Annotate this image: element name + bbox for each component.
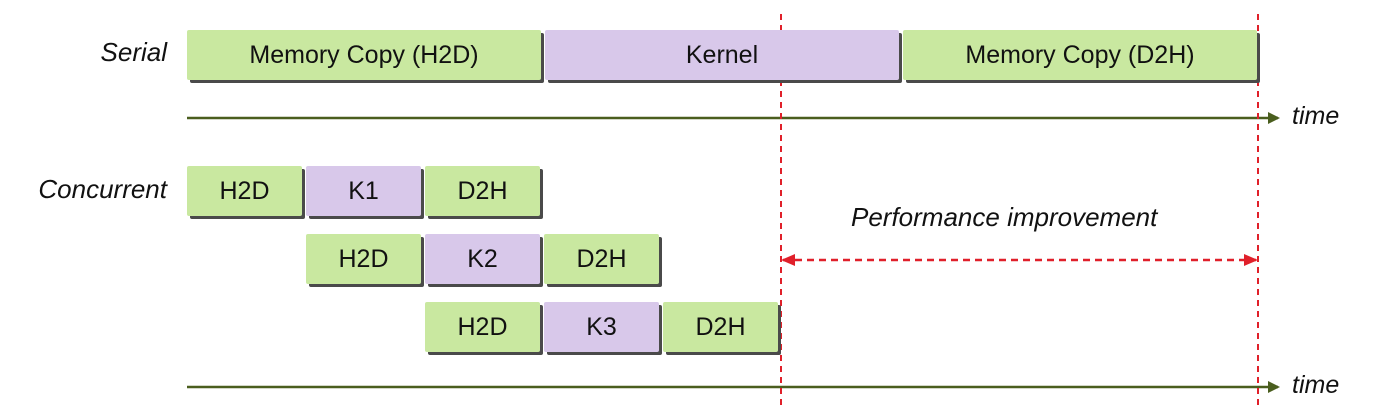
- stream3-h2d-block: H2D: [425, 302, 540, 352]
- stream2-h2d-block: H2D: [306, 234, 421, 284]
- stream3-kernel-block: K3: [544, 302, 659, 352]
- stream2-kernel-block: K2: [425, 234, 540, 284]
- concurrent-row-label: Concurrent: [38, 174, 167, 204]
- serial-time-label: time: [1292, 102, 1340, 130]
- stream2-d2h-block: D2H: [544, 234, 659, 284]
- serial-d2h-block: Memory Copy (D2H): [903, 30, 1257, 80]
- stream3-d2h-block: D2H: [663, 302, 778, 352]
- stream1-kernel-block: K1: [306, 166, 421, 216]
- serial-h2d-block: Memory Copy (H2D): [187, 30, 541, 80]
- concurrent-time-label: time: [1292, 371, 1340, 399]
- performance-improvement-label: Performance improvement: [851, 202, 1158, 232]
- stream1-h2d-block: H2D: [187, 166, 302, 216]
- serial-row-label: Serial: [100, 37, 167, 67]
- stream1-d2h-block: D2H: [425, 166, 540, 216]
- serial-kernel-block: Kernel: [545, 30, 899, 80]
